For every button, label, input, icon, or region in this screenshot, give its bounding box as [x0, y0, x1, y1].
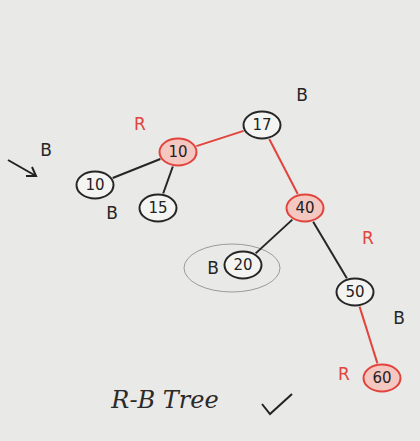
tree-node: 10 [158, 137, 198, 167]
color-mark: R [338, 364, 350, 384]
tree-node: 40 [285, 193, 325, 223]
color-mark: B [40, 140, 52, 160]
tree-edge [113, 159, 161, 178]
tree-node: 15 [138, 193, 178, 223]
tree-edge [163, 166, 173, 193]
node-circle [364, 365, 401, 392]
pointer-arrow [8, 160, 36, 176]
node-circle [244, 112, 281, 139]
color-mark: R [362, 228, 374, 248]
node-circle [77, 172, 114, 199]
node-key: 20 [233, 256, 252, 274]
node-key: 50 [345, 283, 364, 301]
color-mark: B [207, 258, 219, 278]
color-mark: B [296, 85, 308, 105]
tree-node: 20 [223, 250, 263, 280]
pointer-arrow-head [26, 167, 36, 176]
node-circle [160, 139, 197, 166]
node-circle [225, 252, 262, 279]
node-key: 10 [85, 176, 104, 194]
tree-node: 60 [362, 363, 402, 393]
subtree-outline [184, 244, 280, 292]
tree-edge [196, 131, 243, 146]
tree-edge [313, 222, 347, 279]
color-mark: B [106, 203, 118, 223]
tree-node: 17 [242, 110, 282, 140]
tree-edge [360, 307, 378, 364]
node-key: 17 [252, 116, 271, 134]
caption: R-B Tree [111, 386, 218, 414]
node-key: 40 [295, 199, 314, 217]
color-mark: B [393, 308, 405, 328]
node-key: 60 [372, 369, 391, 387]
check-mark [262, 394, 292, 414]
tree-edge [269, 139, 298, 194]
tree-node: 50 [335, 277, 375, 307]
tree-edge [256, 220, 293, 254]
node-circle [140, 195, 177, 222]
tree-node: 10 [75, 170, 115, 200]
node-key: 15 [148, 199, 167, 217]
node-circle [287, 195, 324, 222]
node-circle [337, 279, 374, 306]
node-key: 10 [168, 143, 187, 161]
color-mark: R [134, 114, 146, 134]
